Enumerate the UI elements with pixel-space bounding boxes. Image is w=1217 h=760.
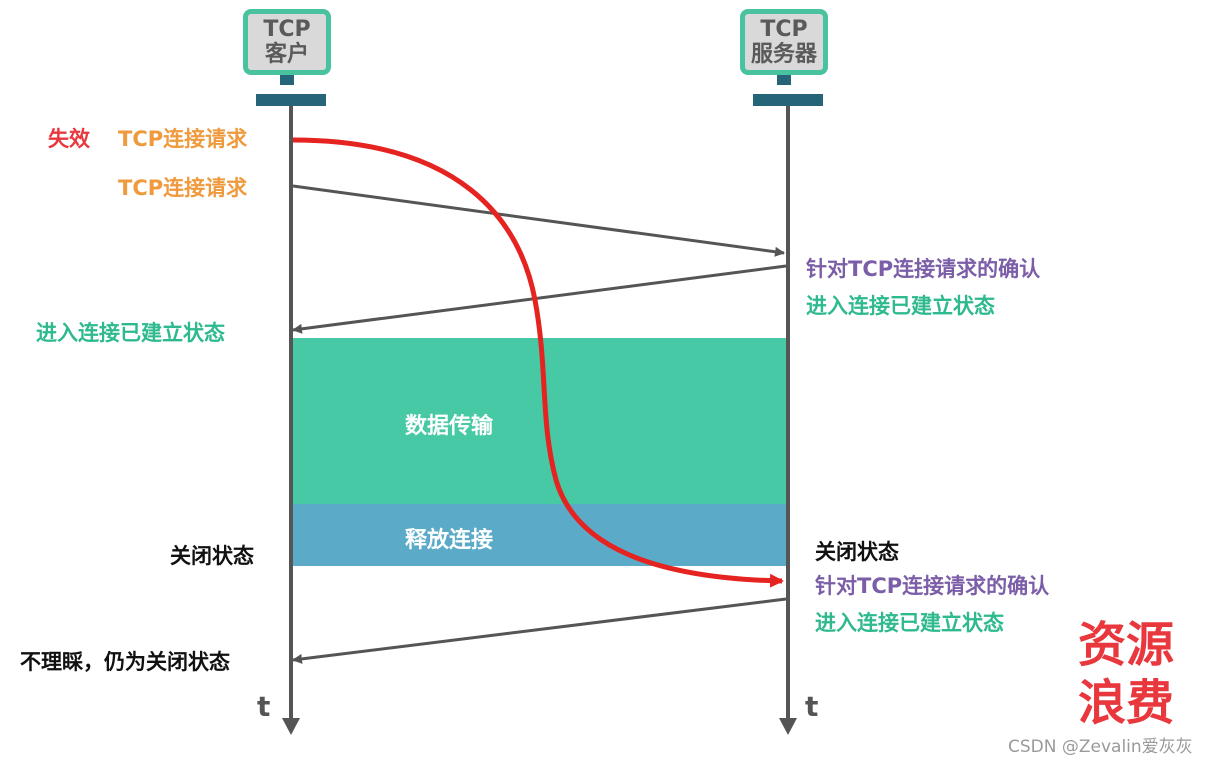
client-host: TCP 客户 — [243, 9, 331, 75]
client-stand-neck — [280, 75, 294, 85]
server-ack-label-2: 针对TCP连接请求的确认 — [815, 574, 1050, 598]
request-label: TCP连接请求 — [118, 176, 248, 200]
client-established-label: 进入连接已建立状态 — [36, 321, 225, 345]
ack-arrow-1 — [292, 264, 787, 334]
client-timeline-arrowhead — [282, 718, 300, 735]
resource-waste-callout: 资源 浪费 — [1078, 616, 1174, 732]
server-closed-label: 关闭状态 — [815, 540, 899, 564]
request-arrow — [292, 184, 785, 257]
server-time-label: t — [805, 690, 819, 723]
ack-arrow-2 — [292, 597, 787, 664]
invalid-request-curve — [292, 137, 784, 588]
resource-waste-line2: 浪费 — [1078, 675, 1175, 731]
csdn-watermark: CSDN @Zevalin爱灰灰 — [1008, 737, 1193, 757]
client-closed-label: 关闭状态 — [170, 544, 254, 568]
server-ack-label-1: 针对TCP连接请求的确认 — [806, 257, 1041, 281]
server-established-label-1: 进入连接已建立状态 — [806, 294, 995, 318]
client-host-line1: TCP — [263, 17, 311, 42]
client-stand-base — [256, 94, 326, 106]
server-host-line1: TCP — [760, 17, 808, 42]
client-host-line2: 客户 — [264, 42, 309, 67]
release-label: 释放连接 — [405, 528, 494, 553]
data-transfer-label: 数据传输 — [405, 414, 494, 439]
invalid-prefix-label: 失效 — [48, 127, 90, 151]
resource-waste-line1: 资源 — [1078, 617, 1175, 673]
server-host-line2: 服务器 — [750, 42, 817, 67]
server-stand-base — [753, 94, 823, 106]
client-ignore-label: 不理睬，仍为关闭状态 — [20, 650, 230, 674]
release-band — [291, 504, 786, 566]
server-host: TCP 服务器 — [740, 9, 828, 75]
client-time-label: t — [257, 690, 271, 723]
invalid-request-label: TCP连接请求 — [118, 127, 248, 151]
data-transfer-band — [291, 338, 786, 504]
server-established-label-2: 进入连接已建立状态 — [815, 611, 1004, 635]
server-timeline-arrowhead — [779, 718, 797, 735]
server-stand-neck — [777, 75, 791, 85]
